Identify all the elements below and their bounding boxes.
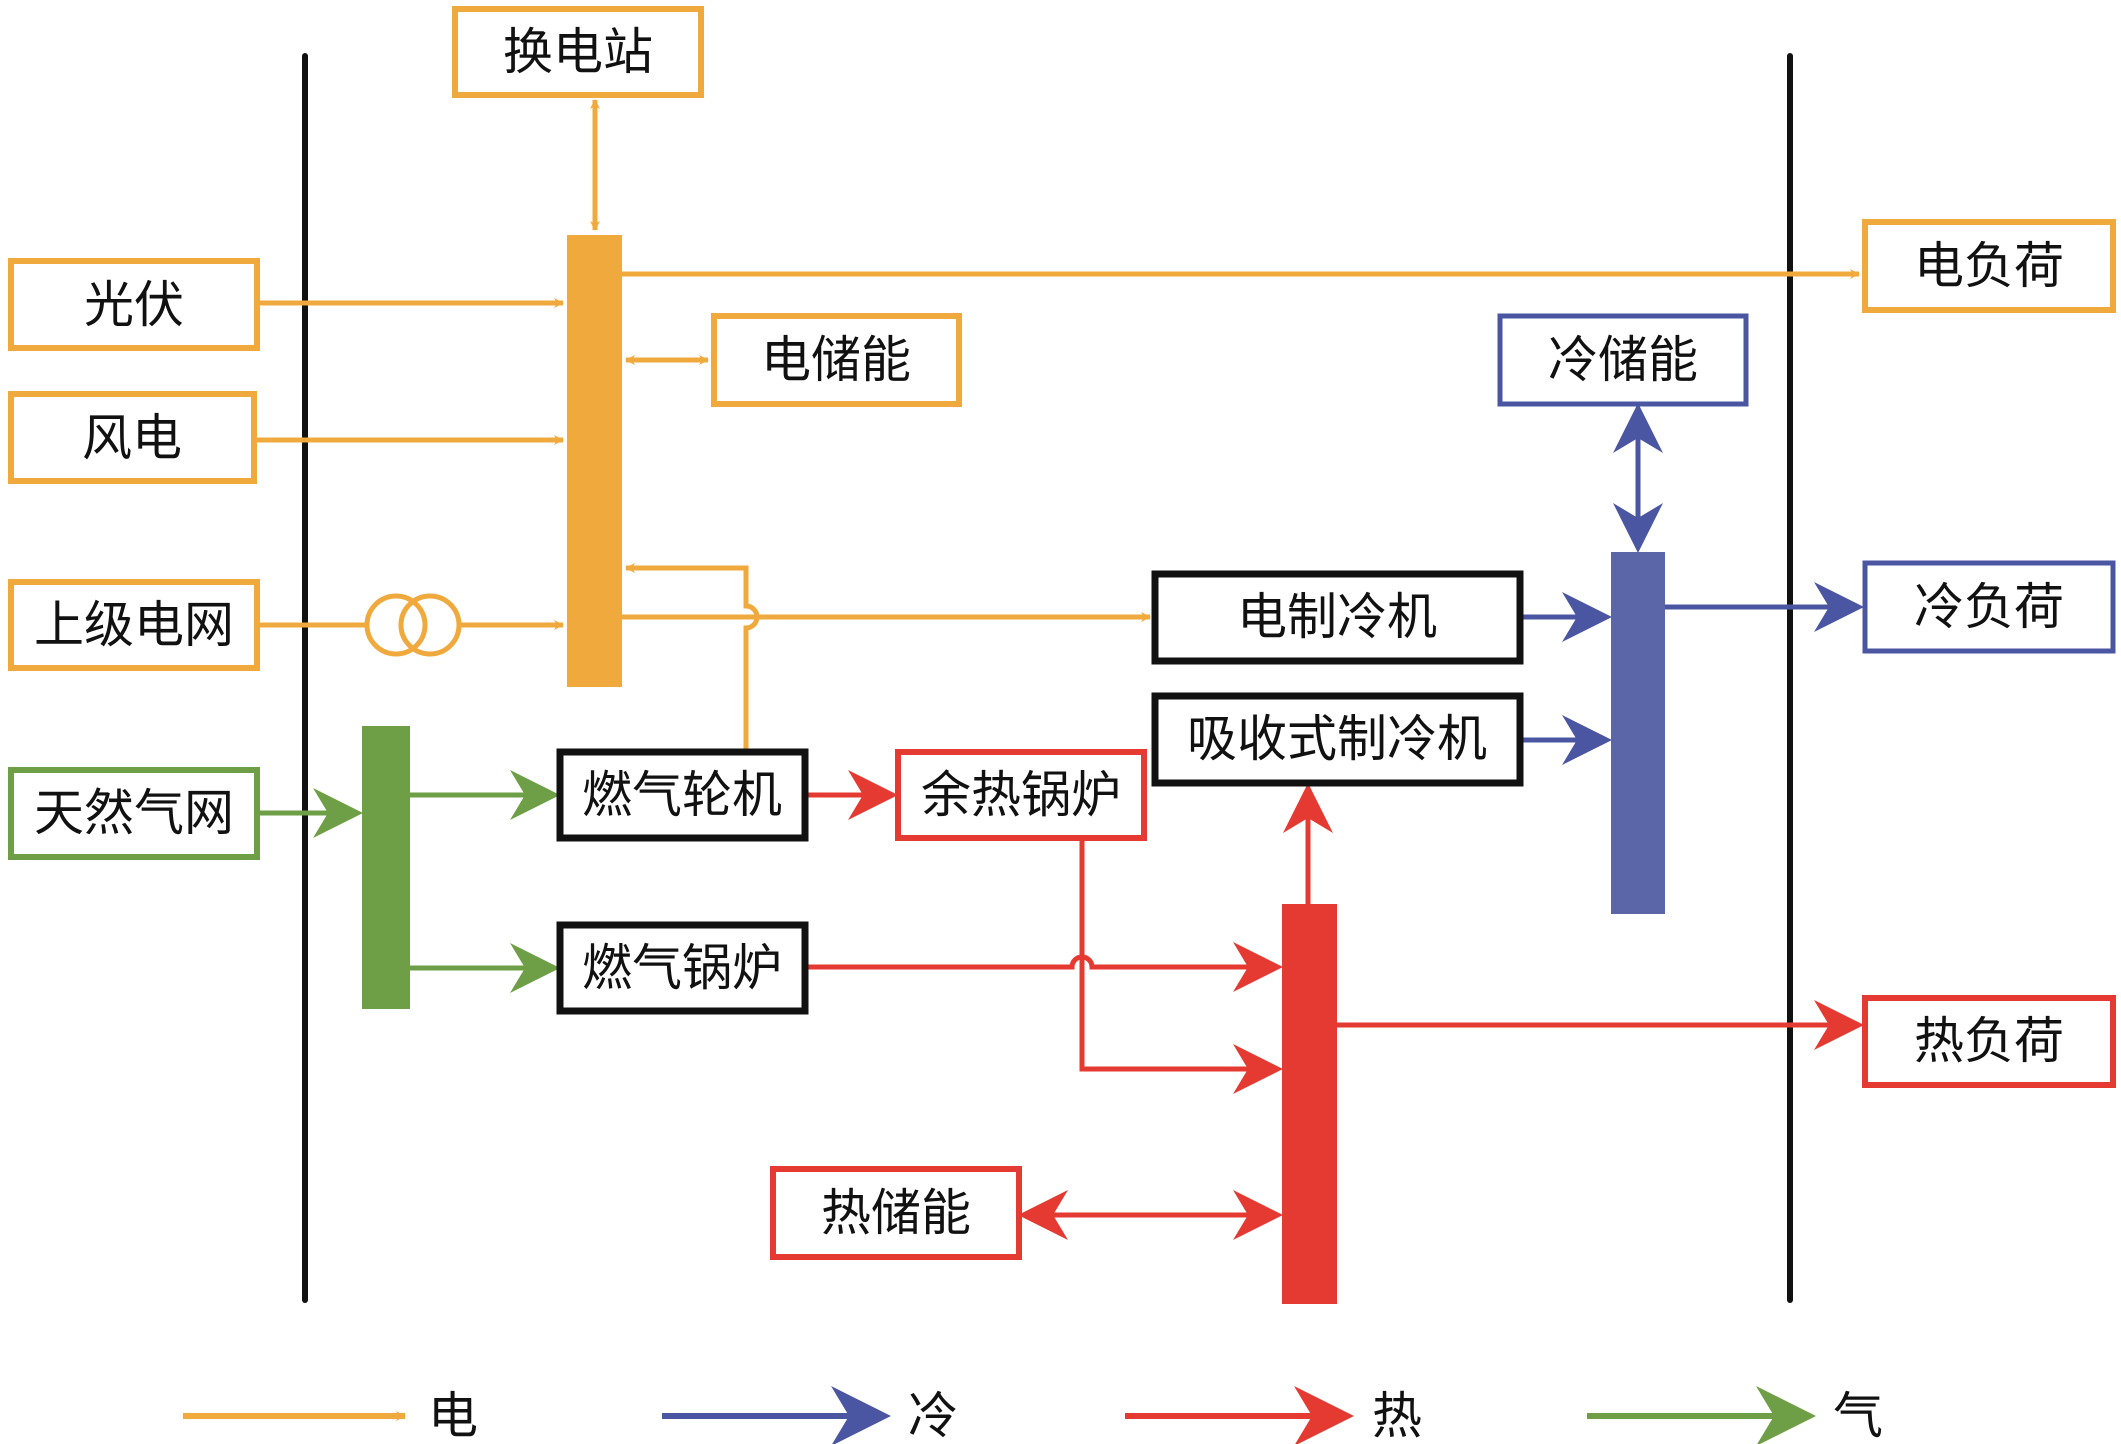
electric-flows bbox=[254, 99, 1860, 751]
node-elec-load[interactable]: 电负荷 bbox=[1862, 219, 2116, 313]
legend-item-electric: 电 bbox=[183, 1387, 478, 1444]
flow-waste-heat-boiler-heat-bus bbox=[1079, 839, 1283, 1094]
legend-label: 冷 bbox=[908, 1387, 958, 1444]
node-label: 天然气网 bbox=[34, 784, 234, 842]
node-upper-grid[interactable]: 上级电网 bbox=[8, 579, 260, 671]
node-label: 燃气锅炉 bbox=[582, 939, 782, 997]
node-electric-chiller[interactable]: 电制冷机 bbox=[1151, 570, 1524, 665]
node-label: 余热锅炉 bbox=[921, 766, 1121, 824]
node-label: 换电站 bbox=[503, 23, 653, 81]
node-swap-station[interactable]: 换电站 bbox=[452, 6, 704, 98]
legend-item-gas: 气 bbox=[1587, 1386, 1883, 1444]
electric-bus bbox=[567, 235, 622, 687]
legend-label: 电 bbox=[428, 1387, 478, 1444]
node-label: 上级电网 bbox=[34, 596, 234, 654]
node-heat-load[interactable]: 热负荷 bbox=[1862, 995, 2116, 1088]
node-cold-load[interactable]: 冷负荷 bbox=[1862, 560, 2116, 654]
node-label: 电负荷 bbox=[1914, 237, 2064, 295]
node-label: 燃气轮机 bbox=[582, 766, 782, 824]
node-label: 电储能 bbox=[761, 331, 911, 389]
legend-label: 热 bbox=[1372, 1387, 1422, 1444]
node-label: 冷储能 bbox=[1548, 331, 1698, 389]
flow-gas-turbine-bus bbox=[625, 563, 760, 751]
heat-flows bbox=[805, 770, 1864, 1240]
node-label: 风电 bbox=[82, 409, 182, 467]
legend-label: 气 bbox=[1833, 1387, 1883, 1444]
node-pv[interactable]: 光伏 bbox=[8, 258, 260, 351]
node-gas-grid[interactable]: 天然气网 bbox=[8, 767, 260, 860]
node-elec-storage[interactable]: 电储能 bbox=[711, 313, 962, 407]
gas-bus bbox=[362, 726, 410, 1009]
node-label: 冷负荷 bbox=[1914, 578, 2064, 636]
legend-item-cold: 冷 bbox=[662, 1386, 958, 1444]
node-waste-heat-boiler[interactable]: 余热锅炉 bbox=[895, 749, 1147, 841]
node-label: 吸收式制冷机 bbox=[1187, 710, 1487, 768]
node-gas-turbine[interactable]: 燃气轮机 bbox=[556, 748, 809, 842]
node-label: 电制冷机 bbox=[1237, 588, 1437, 646]
node-heat-storage[interactable]: 热储能 bbox=[770, 1166, 1022, 1260]
node-label: 热储能 bbox=[821, 1184, 971, 1242]
node-label: 热负荷 bbox=[1914, 1012, 2064, 1070]
gas-flows bbox=[257, 770, 560, 993]
legend: 电 冷 热 气 bbox=[183, 1386, 1883, 1444]
heat-bus bbox=[1282, 904, 1337, 1304]
node-gas-boiler[interactable]: 燃气锅炉 bbox=[556, 921, 809, 1015]
node-wind[interactable]: 风电 bbox=[8, 391, 257, 484]
cold-bus bbox=[1611, 552, 1665, 914]
cold-flows bbox=[1520, 403, 1864, 765]
legend-item-heat: 热 bbox=[1125, 1386, 1422, 1444]
flow-gas-boiler-heat-bus bbox=[805, 942, 1283, 992]
node-label: 光伏 bbox=[84, 276, 184, 334]
node-absorption-chiller[interactable]: 吸收式制冷机 bbox=[1151, 692, 1524, 787]
transformer-icon bbox=[364, 593, 428, 657]
node-cold-storage[interactable]: 冷储能 bbox=[1497, 313, 1749, 407]
transformer-icon-secondary bbox=[398, 593, 462, 657]
